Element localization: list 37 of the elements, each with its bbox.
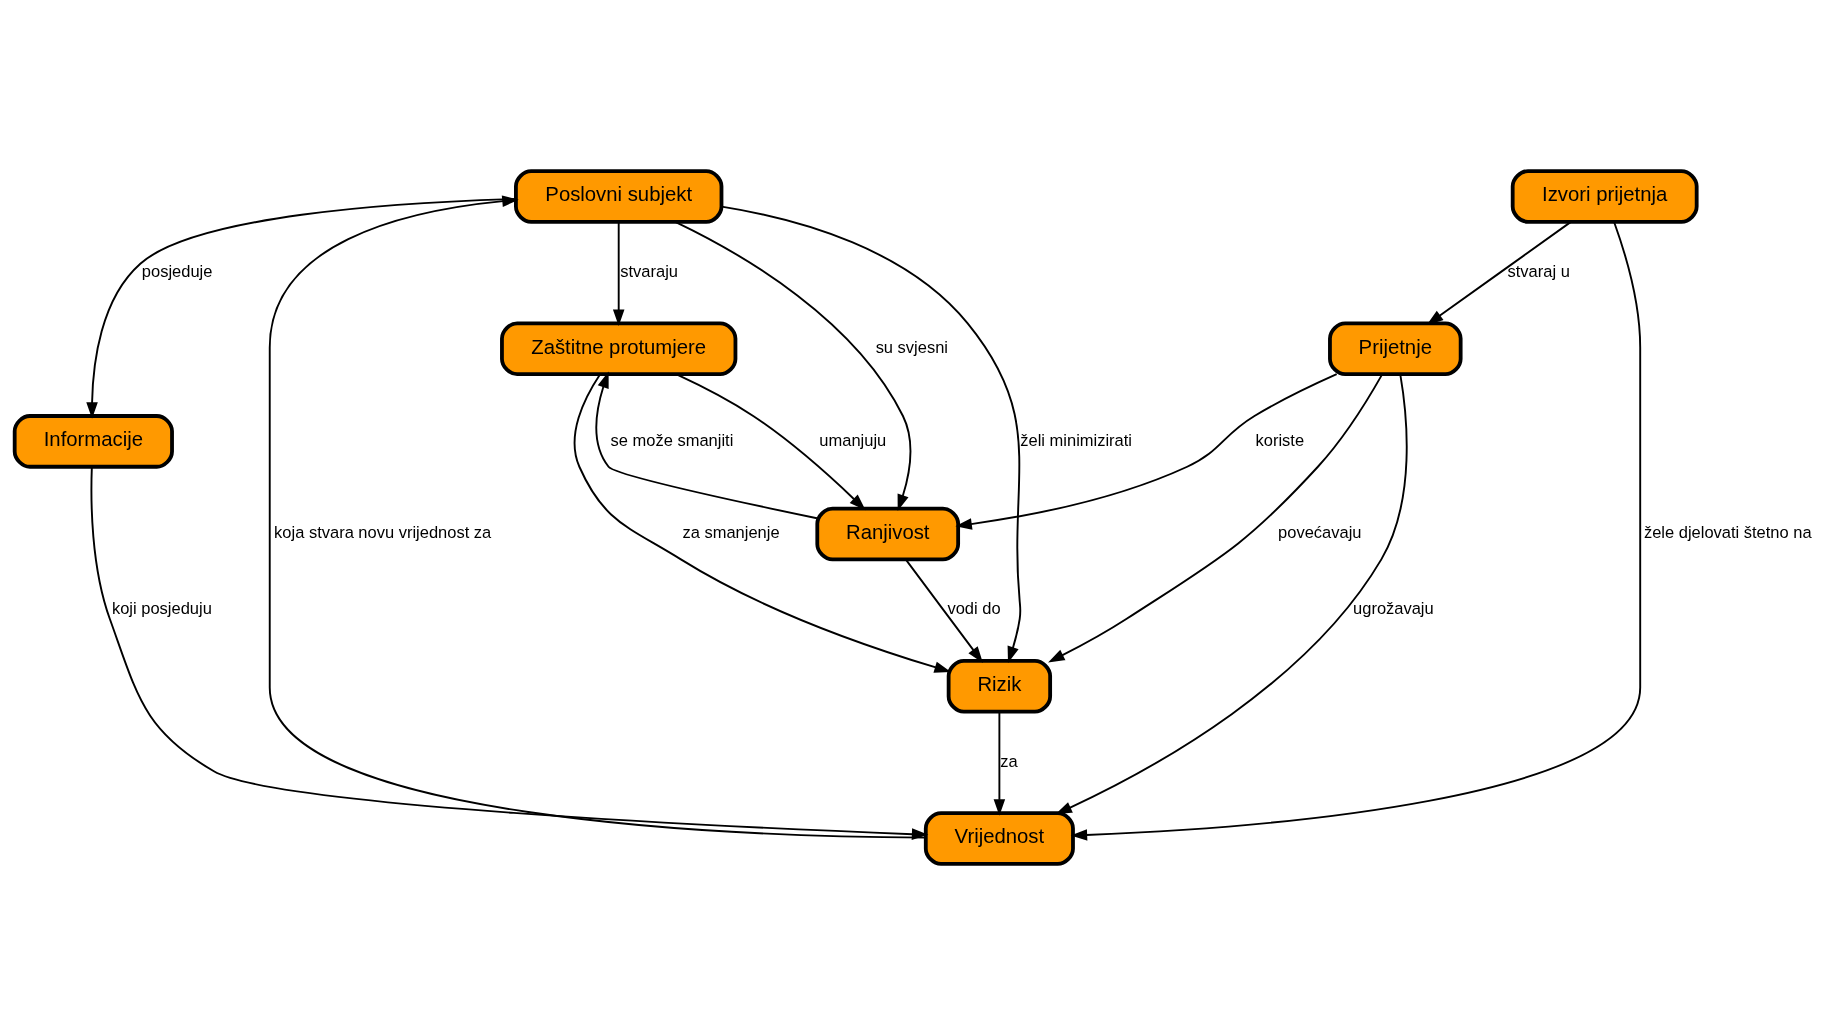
node-box: Vrijednost (923, 810, 1075, 866)
edge-label: umanjuju (818, 430, 886, 449)
edge-label: ugrožavaju (1352, 598, 1434, 617)
edge-label: vodi do (946, 598, 1001, 617)
arrow (594, 371, 818, 519)
edge-label: posjeduje (141, 261, 212, 280)
edge-label: želi minimizirati (1019, 430, 1132, 449)
edge-label: koji posjeduju (111, 598, 212, 617)
edge-label: žele djelovati štetno na (1643, 522, 1812, 541)
edge-label: stvaraju (619, 261, 678, 280)
edge-label: za (999, 751, 1018, 770)
edge-label: stvaraj u (1507, 261, 1570, 280)
node-box: Ranjivost (814, 506, 960, 561)
node-box: Informacije (12, 413, 174, 469)
arrow (720, 205, 1021, 663)
edge-label: se može smanjiti (610, 430, 733, 449)
edge-label: koja stvara novu vrijednost za (273, 522, 491, 541)
arrow (1070, 220, 1641, 841)
arrow (573, 372, 951, 673)
node-box: Rizik (946, 658, 1052, 714)
arrow (612, 220, 624, 326)
arrow (85, 197, 516, 419)
arrow (993, 710, 1005, 816)
node-box: Zaštitne protumjere (499, 320, 737, 376)
node-box: Poslovni subjekt (513, 168, 723, 224)
edge-label: za smanjenje (681, 522, 780, 541)
node-box: Prijetnje (1327, 320, 1463, 376)
arrow (904, 558, 983, 663)
arrow (1426, 220, 1571, 325)
node-box: Izvori prijetnja (1510, 168, 1699, 224)
arrow (954, 372, 1338, 530)
arrow (268, 194, 927, 839)
arrow (90, 465, 928, 840)
edge-label: koriste (1255, 430, 1304, 449)
edge-label: su svjesni (875, 337, 948, 356)
edge-label: povećavaju (1277, 522, 1361, 541)
arrow (674, 220, 911, 511)
